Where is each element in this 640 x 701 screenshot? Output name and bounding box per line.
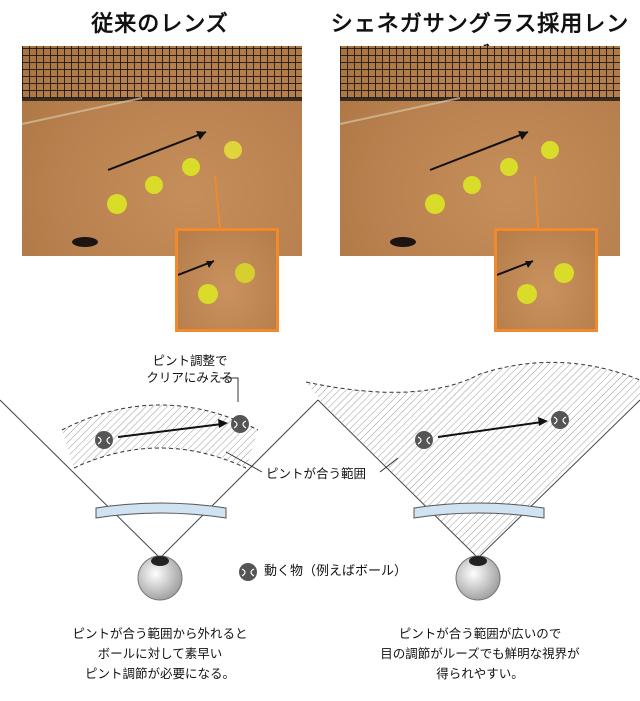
lens-icon: [95, 502, 227, 519]
caption-conventional: ピントが合う範囲から外れると ボールに対して素早い ピント調節が必要になる。: [20, 624, 300, 684]
caption-line: ボールに対して素早い: [97, 646, 223, 661]
tennis-ball-icon: [463, 176, 481, 194]
tennis-net: [340, 46, 620, 101]
label-focus-adjust: ピント調整で クリアにみえる: [130, 352, 250, 386]
caption-schenega: ピントが合う範囲が広いので 目の調節がルーズでも鮮明な視界が 得られやすい。: [340, 624, 620, 684]
tennis-ball-icon: [224, 141, 242, 159]
legend: 動く物（例えばボール）: [238, 562, 407, 582]
ball-icon: [239, 563, 257, 581]
tennis-ball-icon: [145, 176, 163, 194]
label-focus-range: ピントが合う範囲: [266, 466, 367, 481]
legend-label: 動く物（例えばボール）: [264, 564, 408, 579]
court-photo-schenega: [340, 46, 620, 256]
ball-icon: [231, 415, 249, 433]
caption-line: ピントが合う範囲が広いので: [398, 626, 562, 641]
tennis-ball-icon: [517, 284, 537, 304]
ball-shadow: [72, 237, 98, 247]
ball-icon: [95, 431, 113, 449]
caption-line: ピントが合う範囲から外れると: [72, 626, 248, 641]
court-photo-conventional: [22, 46, 302, 256]
label-line: クリアにみえる: [146, 370, 234, 385]
tennis-ball-icon: [425, 194, 445, 214]
caption-line: ピント調節が必要になる。: [84, 666, 235, 681]
tennis-ball-icon: [500, 158, 518, 176]
motion-arrow-icon: [429, 131, 529, 171]
motion-arrow-icon: [107, 131, 207, 171]
focus-range-band: [62, 405, 258, 468]
zoom-inset-conventional: [175, 228, 279, 332]
caption-line: 目の調節がルーズでも鮮明な視界が: [380, 646, 580, 661]
tennis-ball-icon: [235, 263, 255, 283]
focus-diagram: [0, 361, 640, 601]
zoom-inset-schenega: [494, 228, 598, 332]
label-line: ピント調整で: [152, 353, 228, 368]
tennis-ball-icon: [541, 141, 559, 159]
title-conventional-lens: 従来のレンズ: [91, 12, 229, 37]
lens-icon: [413, 502, 545, 519]
tennis-ball-icon: [182, 158, 200, 176]
caption-line: 得られやすい。: [436, 666, 524, 681]
tennis-ball-icon: [198, 284, 218, 304]
tennis-ball-icon: [554, 263, 574, 283]
ball-icon: [415, 431, 433, 449]
ball-shadow: [390, 237, 416, 247]
tennis-net: [22, 46, 302, 101]
ball-icon: [551, 411, 569, 429]
focus-range-band-wide: [306, 362, 640, 558]
tennis-ball-icon: [107, 194, 127, 214]
